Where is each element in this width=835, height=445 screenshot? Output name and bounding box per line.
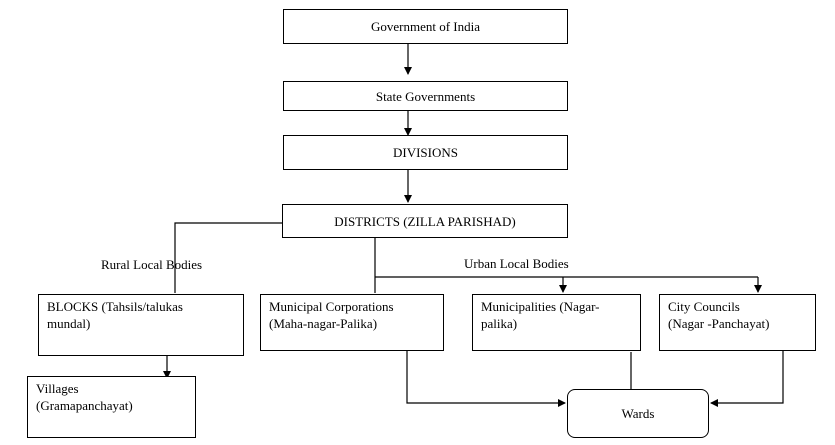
node-divisions: DIVISIONS [283,135,568,170]
node-districts-text: DISTRICTS (ZILLA PARISHAD) [334,213,516,229]
node-government: Government of India [283,9,568,44]
node-blocks: BLOCKS (Tahsils/talukas mundal) [38,294,244,356]
node-blocks-line2: mundal) [47,316,91,331]
node-city-councils: City Councils (Nagar -Panchayat) [659,294,816,351]
node-divisions-text: DIVISIONS [393,145,458,160]
node-villages-line1: Villages [36,381,79,396]
node-city-councils-line2: (Nagar -Panchayat) [668,316,770,331]
node-villages: Villages (Gramapanchayat) [27,376,196,438]
node-districts: DISTRICTS (ZILLA PARISHAD) [282,204,568,238]
arrow-councils-to-wards [710,351,784,407]
node-wards-text: Wards [621,406,655,421]
label-rural: Rural Local Bodies [101,257,203,272]
node-villages-line2: (Gramapanchayat) [36,398,133,413]
node-municipal-corporations-line2: (Maha-nagar-Palika) [269,316,378,331]
node-municipalities-line2: palika) [481,316,518,331]
node-municipal-corporations-line1: Municipal Corporations [269,299,394,314]
node-municipal-corporations: Municipal Corporations (Maha-nagar-Palik… [260,294,444,351]
node-state-text: State Governments [375,88,476,104]
arrow-corporations-to-wards [406,351,566,407]
node-municipalities: Municipalities (Nagar- palika) [472,294,641,351]
node-government-text: Government of India [370,19,481,34]
line-districts-to-blocks [174,222,282,293]
node-wards: Wards [567,389,709,438]
node-municipalities-line1: Municipalities (Nagar- [481,299,600,314]
node-city-councils-line1: City Councils [668,299,740,314]
node-blocks-line1: BLOCKS (Tahsils/talukas [47,299,183,314]
label-urban: Urban Local Bodies [464,256,569,271]
node-state: State Governments [283,81,568,111]
